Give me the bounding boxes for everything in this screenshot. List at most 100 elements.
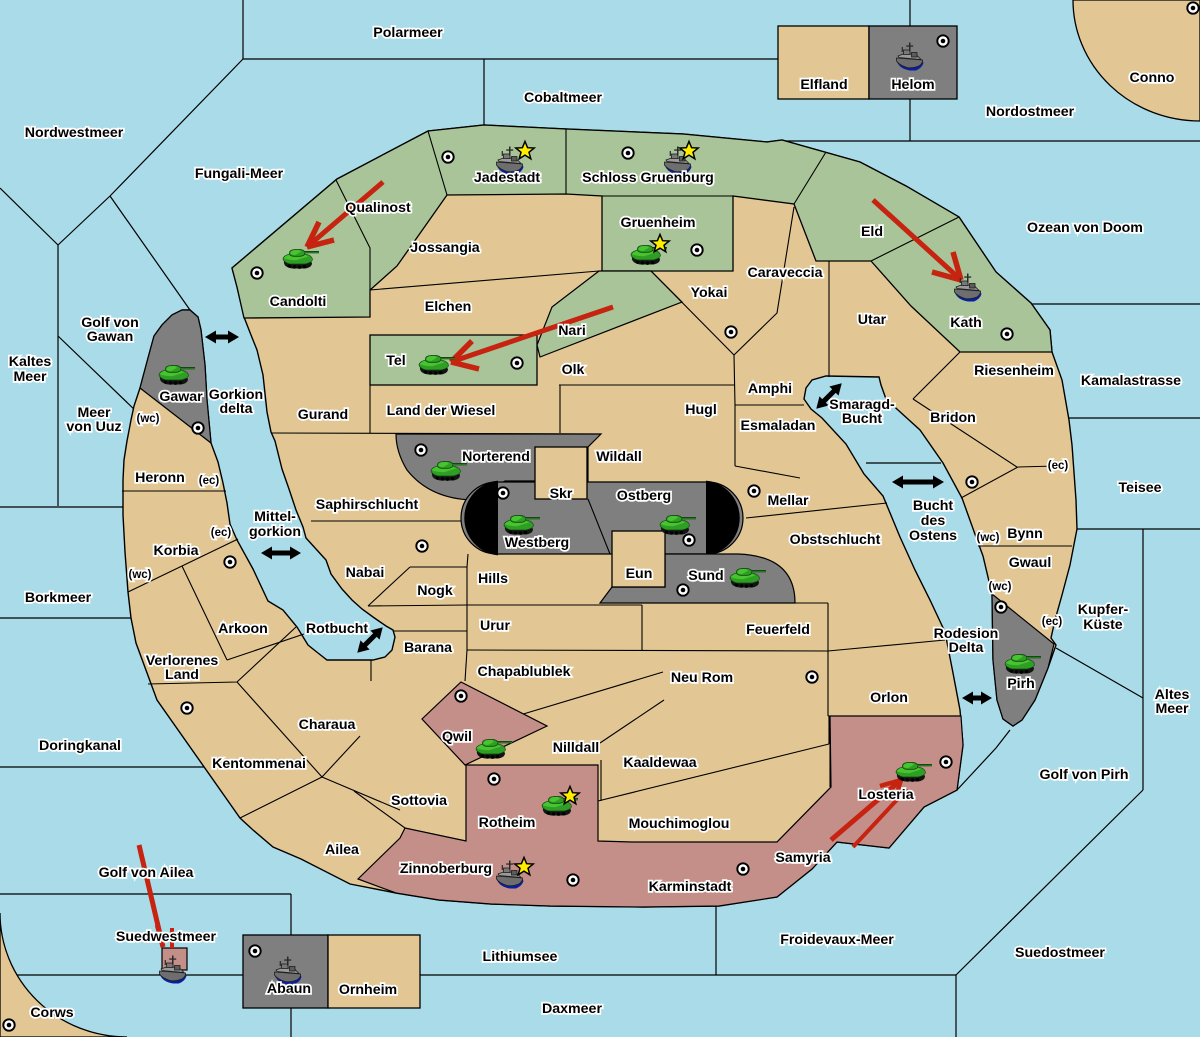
svg-text:Fungali-Meer: Fungali-Meer [195,166,284,182]
svg-text:Riesenheim: Riesenheim [974,363,1054,379]
svg-text:Ozean von Doom: Ozean von Doom [1027,220,1143,236]
svg-text:Korbia: Korbia [154,543,199,559]
svg-text:Urur: Urur [480,618,510,634]
svg-text:Rotbucht: Rotbucht [306,621,369,637]
svg-text:Bynn: Bynn [1007,526,1042,542]
svg-text:Altes: Altes [1155,687,1190,703]
svg-text:Jadestadt: Jadestadt [474,170,541,186]
svg-text:Losteria: Losteria [858,787,913,803]
svg-text:Pirh: Pirh [1007,676,1035,692]
svg-text:Helom: Helom [891,77,934,93]
svg-text:Elfland: Elfland [800,77,847,93]
svg-text:Rotheim: Rotheim [479,815,536,831]
svg-text:Gawar: Gawar [159,389,203,405]
svg-text:Delta: Delta [949,640,984,656]
svg-text:Golf von: Golf von [81,315,139,331]
svg-text:Saphirschlucht: Saphirschlucht [316,497,419,513]
svg-text:Neu Rom: Neu Rom [671,670,733,686]
svg-text:Kentommenai: Kentommenai [212,756,306,772]
svg-text:Qualinost: Qualinost [345,200,411,216]
svg-text:Gawan: Gawan [87,329,134,345]
svg-text:Golf von Ailea: Golf von Ailea [99,865,194,881]
svg-text:Conno: Conno [1130,70,1175,86]
svg-text:Bridon: Bridon [930,410,976,426]
svg-text:Heronn: Heronn [135,470,185,486]
svg-text:(ec): (ec) [1042,616,1063,628]
svg-text:Arkoon: Arkoon [218,621,268,637]
svg-text:Suedwestmeer: Suedwestmeer [116,929,217,945]
svg-text:(ec): (ec) [199,475,220,487]
svg-text:Gruenheim: Gruenheim [621,215,696,231]
svg-text:(ec): (ec) [211,527,232,539]
svg-text:Eld: Eld [861,224,883,240]
svg-text:Nabai: Nabai [346,565,385,581]
svg-text:Karminstadt: Karminstadt [649,879,732,895]
svg-text:Froidevaux-Meer: Froidevaux-Meer [780,932,894,948]
svg-text:Caraveccia: Caraveccia [748,265,823,281]
svg-text:Nogk: Nogk [417,583,453,599]
svg-text:Land: Land [165,667,199,683]
svg-text:Wildall: Wildall [596,449,642,465]
svg-text:Nordwestmeer: Nordwestmeer [25,125,124,141]
svg-text:Sund: Sund [688,568,723,584]
svg-text:von Uuz: von Uuz [66,419,121,435]
svg-text:Doringkanal: Doringkanal [39,738,121,754]
svg-text:(wc): (wc) [989,581,1012,593]
svg-text:Ailea: Ailea [325,842,359,858]
svg-text:Charaua: Charaua [299,717,356,733]
svg-text:(wc): (wc) [129,569,152,581]
svg-text:Meer: Meer [13,369,47,385]
svg-text:Sottovia: Sottovia [391,793,447,809]
svg-text:(ec): (ec) [1048,460,1069,472]
svg-text:Jossangia: Jossangia [410,240,480,256]
svg-text:Yokai: Yokai [691,285,728,301]
svg-text:Kath: Kath [950,315,982,331]
svg-text:Land der Wiesel: Land der Wiesel [387,403,496,419]
svg-text:Westberg: Westberg [505,535,569,551]
svg-text:Skr: Skr [550,486,573,502]
svg-text:Nordostmeer: Nordostmeer [986,104,1075,120]
svg-text:Gurand: Gurand [298,407,348,423]
svg-text:Bucht: Bucht [913,498,953,514]
svg-text:Gwaul: Gwaul [1009,555,1052,571]
svg-text:Esmaladan: Esmaladan [741,418,816,434]
svg-text:des: des [921,513,946,529]
svg-text:Obstschlucht: Obstschlucht [790,532,881,548]
svg-text:Golf von Pirh: Golf von Pirh [1039,767,1128,783]
svg-text:(wc): (wc) [977,532,1000,544]
svg-text:Corws: Corws [30,1005,73,1021]
svg-text:Zinnoberburg: Zinnoberburg [400,861,492,877]
svg-text:Ostberg: Ostberg [617,488,671,504]
svg-text:Orlon: Orlon [870,690,908,706]
svg-text:Smaragd-: Smaragd- [829,397,895,413]
svg-text:Hills: Hills [478,571,508,587]
svg-text:Candolti: Candolti [270,294,327,310]
svg-text:Schloss Gruenburg: Schloss Gruenburg [582,170,714,186]
svg-text:Abaun: Abaun [267,981,311,997]
svg-text:Eun: Eun [626,566,653,582]
svg-text:Meer: Meer [1155,701,1189,717]
svg-text:Verlorenes: Verlorenes [146,653,219,669]
svg-text:Amphi: Amphi [748,381,792,397]
svg-text:Cobaltmeer: Cobaltmeer [524,90,603,106]
svg-text:Chapablublek: Chapablublek [477,664,570,680]
svg-text:Küste: Küste [1083,617,1123,633]
svg-text:Qwil: Qwil [442,729,472,745]
svg-text:Nari: Nari [558,323,586,339]
svg-text:Feuerfeld: Feuerfeld [746,622,810,638]
svg-text:Kaltes: Kaltes [9,354,52,370]
svg-text:Rodesion: Rodesion [934,626,999,642]
svg-text:Gorkion: Gorkion [209,387,263,403]
svg-text:(wc): (wc) [137,413,160,425]
svg-text:Kamalastrasse: Kamalastrasse [1081,373,1181,389]
svg-text:Utar: Utar [858,312,887,328]
svg-text:Kupfer-: Kupfer- [1078,602,1129,618]
svg-text:gorkion: gorkion [249,524,301,540]
svg-text:Borkmeer: Borkmeer [25,590,92,606]
svg-text:Elchen: Elchen [425,299,472,315]
svg-text:Meer: Meer [77,405,111,421]
svg-text:Ostens: Ostens [909,528,957,544]
svg-text:Mellar: Mellar [767,493,808,509]
svg-text:Bucht: Bucht [842,411,882,427]
svg-text:Lithiumsee: Lithiumsee [483,949,558,965]
